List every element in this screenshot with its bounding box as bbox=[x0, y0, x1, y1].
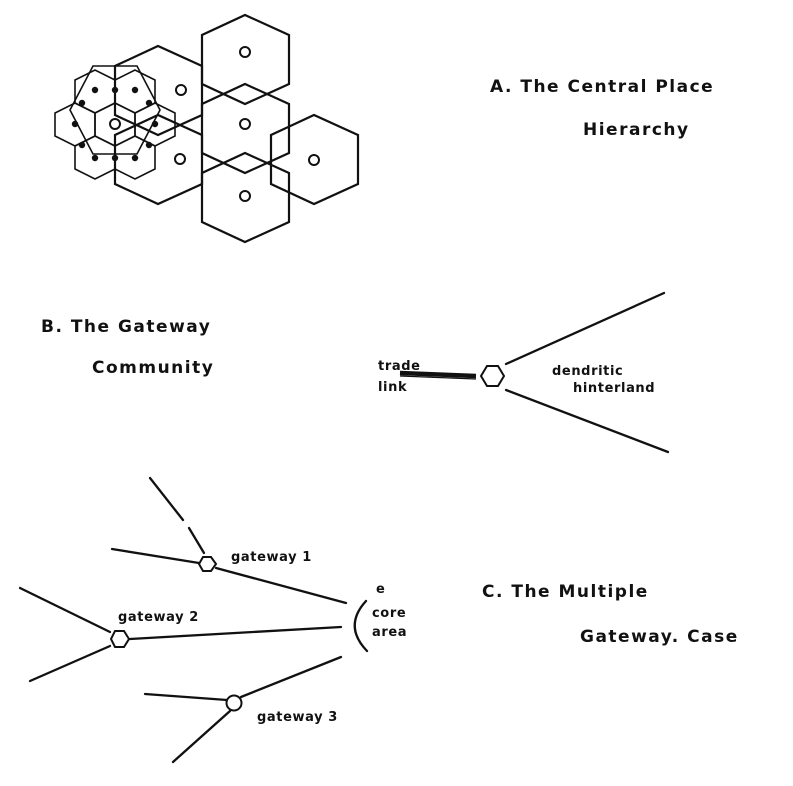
dot-3 bbox=[111, 86, 119, 94]
gateway-community: B. The Gateway Community trade link dend… bbox=[41, 291, 670, 454]
gateway-1-hinterland-upper-a bbox=[148, 476, 185, 522]
place-marker-center bbox=[239, 118, 251, 130]
place-marker-small-center bbox=[109, 118, 121, 130]
hinterland-upper-line bbox=[504, 291, 666, 366]
dot-5 bbox=[151, 120, 159, 128]
trade-link-line-edge bbox=[399, 375, 477, 380]
gateway-1-label: gateway 1 bbox=[231, 550, 312, 565]
section-b-subtitle: Community bbox=[92, 358, 214, 378]
dot-1 bbox=[91, 86, 99, 94]
large-hexagon-grid bbox=[113, 13, 360, 244]
dot-9 bbox=[78, 99, 86, 107]
place-marker-upper-left bbox=[175, 84, 187, 96]
section-c-subtitle: Gateway. Case bbox=[580, 627, 739, 647]
place-marker-top bbox=[239, 46, 251, 58]
hinterland-lower-line bbox=[504, 388, 670, 454]
dot-2 bbox=[131, 86, 139, 94]
hexagon-bottom bbox=[200, 151, 291, 244]
place-marker-lower-right bbox=[308, 154, 320, 166]
dot-8 bbox=[111, 154, 119, 162]
multiple-gateway-case: C. The Multiple Gateway. Case gateway 1 … bbox=[18, 476, 739, 764]
gateway-3-label: gateway 3 bbox=[257, 710, 338, 725]
gateway-1-hinterland-upper-b bbox=[187, 526, 206, 555]
gateway-3-link-to-core bbox=[239, 655, 343, 699]
gateway-1-node bbox=[197, 556, 218, 572]
trade-link-label-1: trade bbox=[378, 359, 421, 374]
gateway-3-hinterland-lower bbox=[171, 709, 232, 764]
section-b-title: B. The Gateway bbox=[41, 317, 211, 337]
trade-link-line bbox=[399, 370, 477, 379]
place-marker-lower-left bbox=[174, 153, 186, 165]
core-area-label-2: area bbox=[372, 625, 407, 640]
dot-7 bbox=[131, 154, 139, 162]
section-a-title: A. The Central Place bbox=[490, 77, 714, 97]
dot-11 bbox=[78, 141, 86, 149]
small-hexagon-grid bbox=[54, 65, 176, 180]
gateway-community-node bbox=[479, 365, 506, 387]
market-area-hexagon-large bbox=[69, 65, 161, 155]
hexagon-top bbox=[200, 13, 291, 106]
small-hexagon-bottom-right bbox=[114, 135, 156, 180]
core-area-label-1: core bbox=[372, 606, 406, 621]
trade-link-label-2: link bbox=[378, 380, 407, 395]
hexagon-upper-left bbox=[113, 44, 204, 137]
gateway-3-node bbox=[225, 694, 243, 712]
hexagon-lower-right bbox=[269, 113, 360, 206]
dot-4 bbox=[71, 120, 79, 128]
dot-6 bbox=[91, 154, 99, 162]
lower-order-places bbox=[71, 86, 159, 162]
central-places bbox=[109, 46, 320, 202]
hinterland-label-2: hinterland bbox=[573, 381, 655, 396]
gateway-1-link-to-core bbox=[214, 566, 348, 605]
hinterland-label-1: dendritic bbox=[552, 364, 623, 379]
gateway-2-node bbox=[109, 630, 131, 648]
gateway-2-link-to-core bbox=[128, 625, 343, 641]
dot-12 bbox=[145, 141, 153, 149]
gateway-3-hinterland-upper bbox=[143, 692, 229, 702]
section-c-title: C. The Multiple bbox=[482, 582, 649, 602]
core-area-arc bbox=[353, 599, 369, 653]
central-place-hierarchy: A. The Central Place Hierarchy bbox=[54, 13, 714, 244]
gateway-2-hinterland-upper bbox=[18, 586, 112, 634]
gateway-1-hinterland-lower bbox=[110, 547, 201, 565]
gateway-2-hinterland-lower bbox=[28, 644, 112, 683]
hexagon-lower-left bbox=[113, 113, 204, 206]
section-a-subtitle: Hierarchy bbox=[583, 120, 690, 140]
place-marker-bottom bbox=[239, 190, 251, 202]
core-area-mark: e bbox=[376, 582, 385, 597]
dot-10 bbox=[145, 99, 153, 107]
gateway-2-label: gateway 2 bbox=[118, 610, 199, 625]
